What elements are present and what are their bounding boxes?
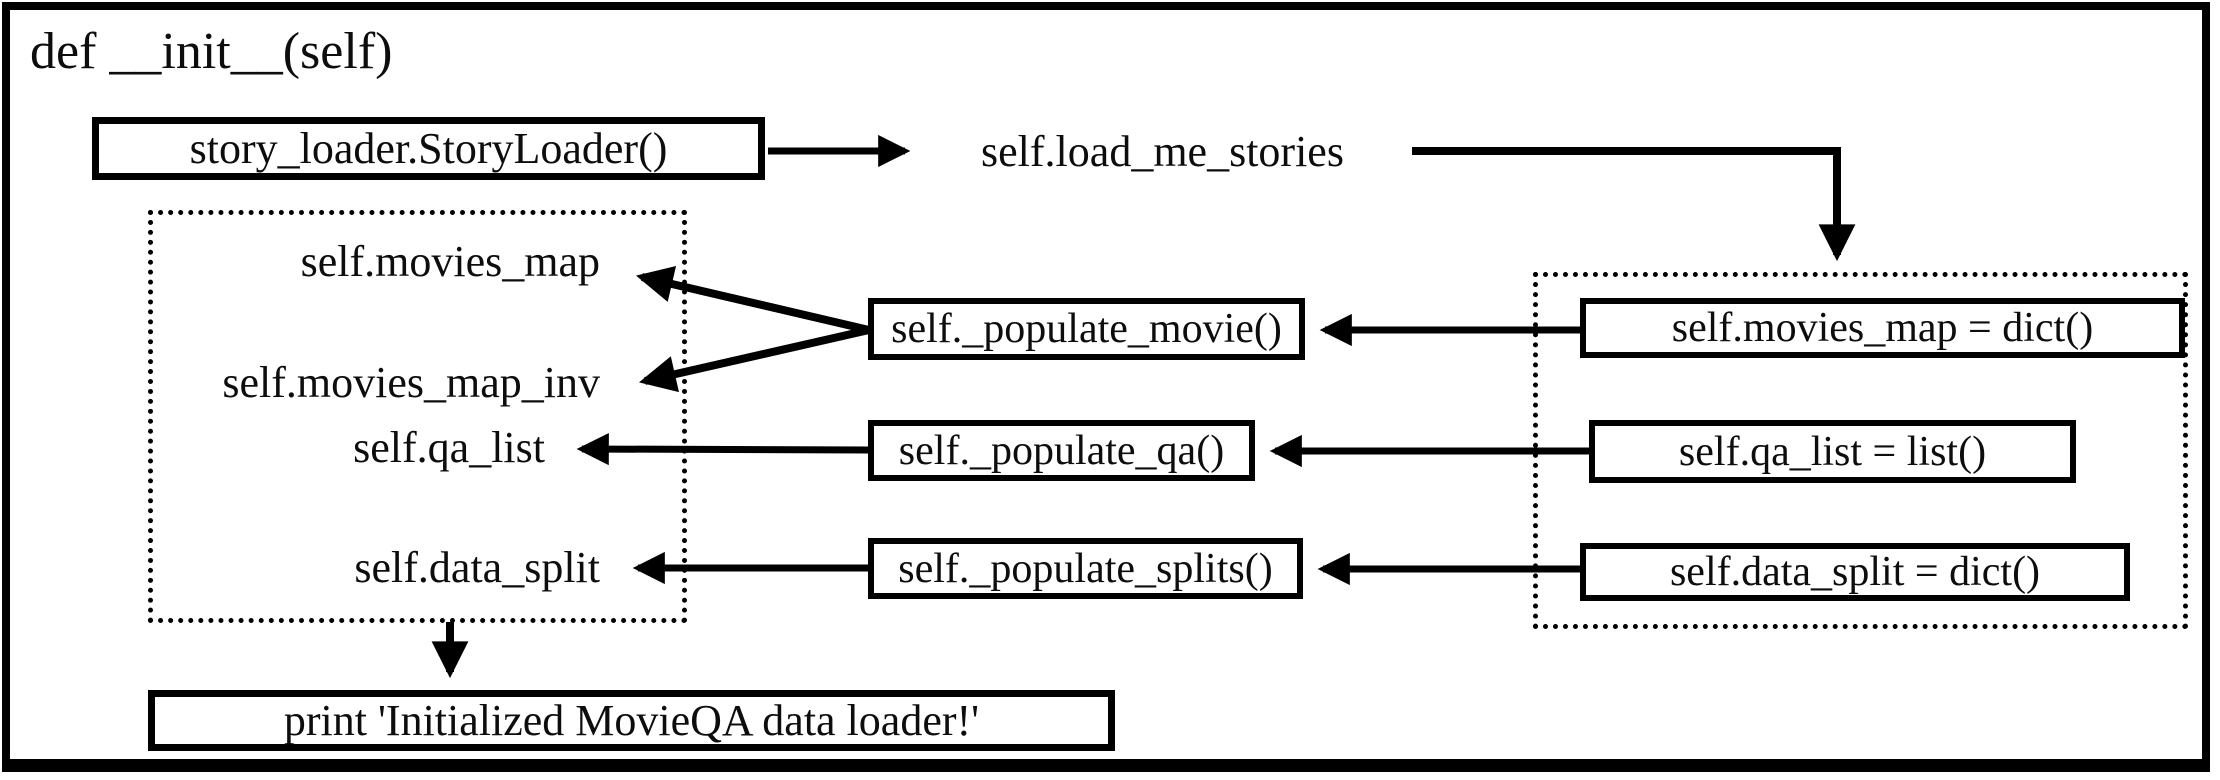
node-populate-qa: self._populate_qa() — [868, 420, 1255, 481]
node-movies-map-init: self.movies_map = dict() — [1580, 298, 2185, 358]
node-qa-list-init: self.qa_list = list() — [1589, 420, 2076, 483]
node-print-statement: print 'Initialized MovieQA data loader!' — [148, 690, 1115, 751]
label-movies-map: self.movies_map — [300, 237, 600, 286]
node-data-split-init: self.data_split = dict() — [1580, 543, 2130, 601]
attributes-dotted-box — [148, 210, 687, 623]
label-data-split: self.data_split — [354, 543, 600, 592]
label-qa-list: self.qa_list — [353, 423, 545, 472]
arrow-loadmestories-to-initbox — [1412, 147, 1856, 262]
node-populate-movie: self._populate_movie() — [868, 298, 1305, 360]
function-title: def __init__(self) — [30, 23, 393, 80]
label-movies-map-inv: self.movies_map_inv — [222, 358, 600, 407]
node-story-loader: story_loader.StoryLoader() — [92, 117, 765, 180]
label-load-me-stories: self.load_me_stories — [981, 127, 1344, 176]
node-populate-splits: self._populate_splits() — [868, 538, 1303, 599]
